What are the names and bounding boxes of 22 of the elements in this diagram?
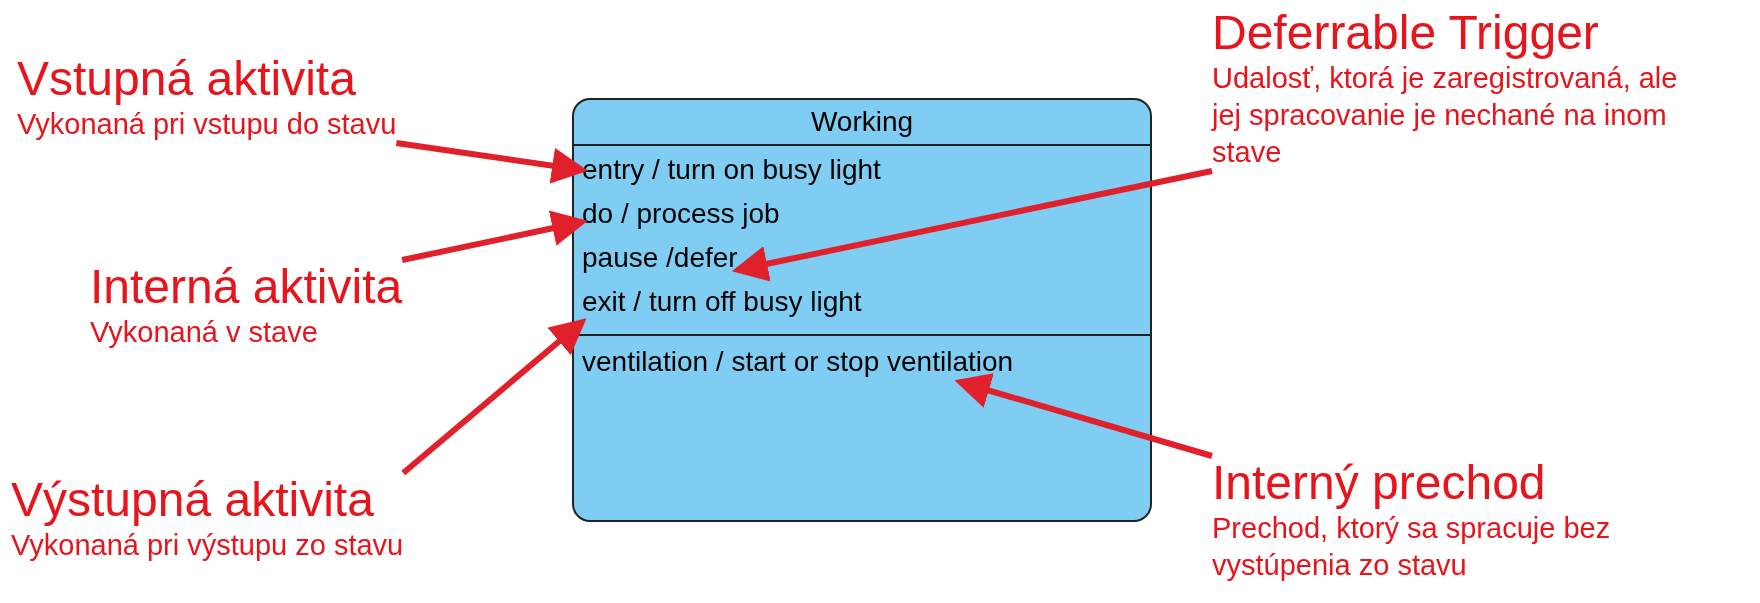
activity-text: entry / turn on busy light bbox=[582, 150, 881, 190]
state-box bbox=[572, 98, 1152, 522]
activity-text: do / process job bbox=[582, 194, 780, 234]
callout-description: Udalosť, ktorá je zaregistrovaná, ale jej spracovanie je nechané na inom stave bbox=[1212, 61, 1679, 170]
callout-title: Interná aktivita bbox=[90, 260, 403, 314]
leader-arrow bbox=[954, 373, 1213, 459]
activity-text: ventilation / start or stop ventilation bbox=[582, 342, 1014, 382]
leader-arrow bbox=[401, 318, 587, 476]
callout-description: Prechod, ktorý sa spracuje bez vystúpenia zo stavu bbox=[1212, 511, 1612, 583]
leader-arrow bbox=[401, 210, 588, 263]
callout-description: Vykonaná v stave bbox=[90, 315, 319, 350]
callout-title: Deferrable Trigger bbox=[1212, 6, 1600, 60]
activity-text: pause /defer bbox=[582, 238, 738, 278]
callout-description: Vykonaná pri vstupu do stavu bbox=[17, 107, 397, 142]
leader-arrow bbox=[731, 168, 1213, 282]
activity-text: exit / turn off busy light bbox=[582, 282, 862, 322]
leader-arrow bbox=[395, 140, 588, 184]
callout-title: Vstupná aktivita bbox=[17, 52, 357, 106]
callout-title: Výstupná aktivita bbox=[11, 473, 375, 527]
state-name: Working bbox=[810, 105, 914, 139]
callout-description: Vykonaná pri výstupu zo stavu bbox=[11, 528, 404, 563]
callout-title: Interný prechod bbox=[1212, 456, 1547, 510]
